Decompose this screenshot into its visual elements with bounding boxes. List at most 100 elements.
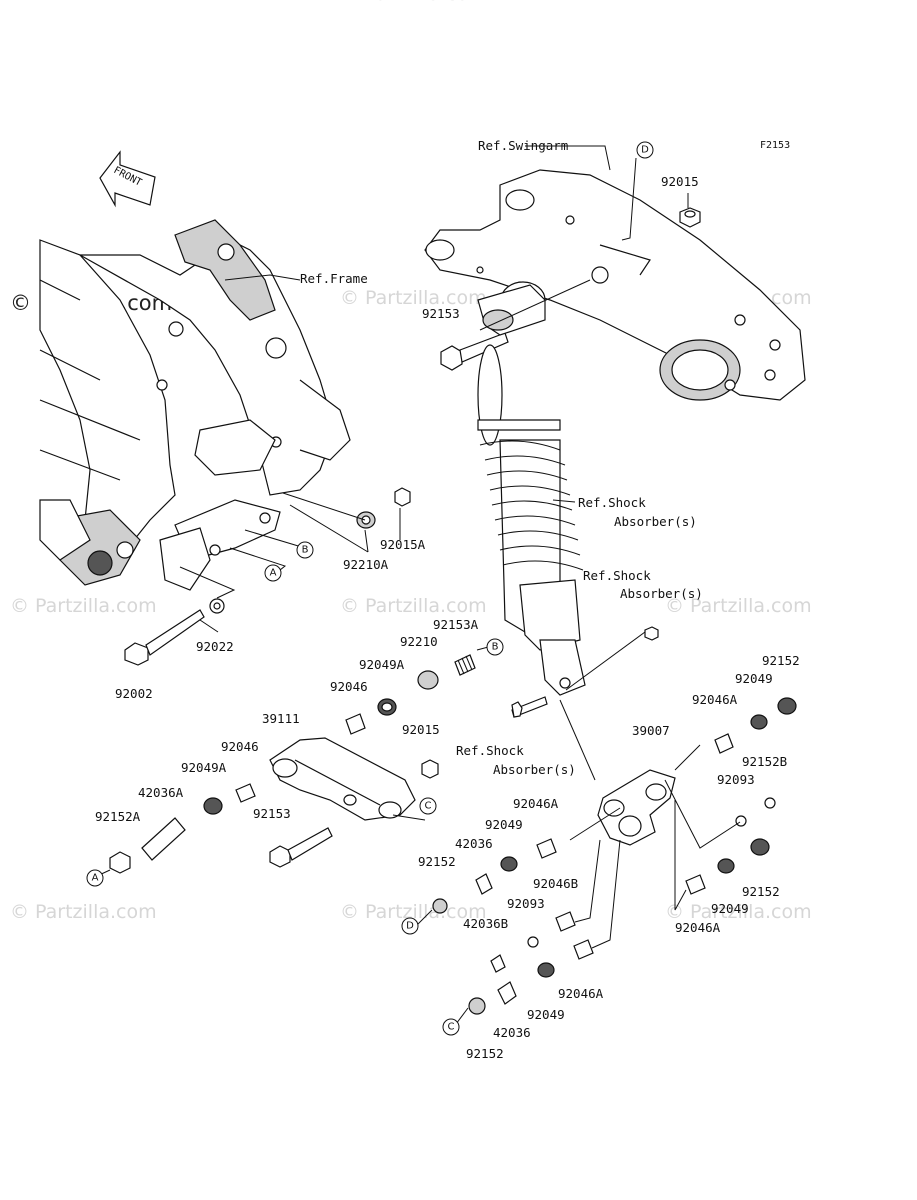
part-label: 92210 [400,634,438,649]
bearing-92046A-r1 [714,733,734,754]
part-label: 92046B [533,876,578,891]
ref-frame-label: Ref.Frame [300,271,368,286]
part-label: 92046A [558,986,604,1001]
cap-92152-r2 [750,838,770,856]
part-label: 92153 [422,306,460,321]
bearing-92046A-c2 [573,939,594,960]
shock-absorber-drawing [477,281,586,696]
part-label: 92049 [485,817,523,832]
part-label: 92049 [735,671,773,686]
part-label: 92152 [762,653,800,668]
bearing-92046B [555,911,576,932]
part-label: 92153A [433,617,479,632]
part-label: 92152 [742,884,780,899]
sleeve-42036B [490,954,506,973]
bearing-92046-upper [345,713,366,735]
seal-92049-c2 [537,962,555,978]
watermark: © Partzilla.com [340,287,487,309]
watermark: © Partzilla.com [665,595,812,617]
part-label: 92049A [181,760,227,775]
watermark: © Partzilla.com [10,595,157,617]
right-parts [685,697,797,895]
callout-c-low-label: C [448,1022,455,1033]
part-label: 42036 [455,836,493,851]
part-label: 92015 [402,722,440,737]
sleeve-42036-c2 [497,981,517,1005]
cap-92152-r1 [777,697,797,715]
part-label: 92210A [343,557,389,572]
part-number-labels: 92015 92153 92015A 92210A 92022 92002 92… [95,174,800,1061]
sleeve-42036-c [475,873,493,895]
bearing-92046A-r2 [685,874,706,895]
callout-c-mid-label: C [425,801,432,812]
callout-circles: D B A B C A D C [86,141,654,1036]
cap-92152A [109,851,131,874]
leader-lines [96,145,741,1025]
part-label: 92046 [330,679,368,694]
figure-code: F2153 [760,140,790,151]
part-label: 92022 [196,639,234,654]
part-label: 39111 [262,711,300,726]
callout-a-low [86,869,104,887]
callout-a-top [264,564,282,582]
washer-92210 [417,670,439,690]
washer-92152B [764,797,776,809]
ref-shock-mid-label: Ref.Shock [583,568,651,583]
part-label: 92152B [742,754,787,769]
part-label: 92049 [527,1007,565,1022]
seal-92049-r1 [750,714,768,730]
ref-shock-low-label: Ref.Shock [456,743,524,758]
seal-92049A-upper [377,698,397,716]
part-label: 42036B [463,916,508,931]
part-label: 92046A [675,920,721,935]
part-label: 42036A [138,785,184,800]
bolt-92002 [124,609,205,666]
watermark-group: © Partzilla.com © Partzilla.com © Partzi… [10,0,812,923]
callout-d-top [636,141,654,159]
nut-92015-mid [421,759,439,779]
ref-shock-mid-label2: Absorber(s) [620,586,703,601]
watermark: © Partzilla.com [10,901,157,923]
seal-92049A-left [203,797,223,815]
seal-92049-c [500,856,518,872]
callout-b-top [296,541,314,559]
part-label: 92015A [380,537,426,552]
washer-92093-r [735,815,747,827]
reference-labels: Ref.Swingarm Ref.Frame Ref.Shock Absorbe… [300,138,703,777]
frame-drawing [39,219,351,591]
center-parts [432,838,594,1015]
part-label: 92153 [253,806,291,821]
callout-a-top-label: A [270,568,277,579]
part-label: 92046A [513,796,559,811]
watermark: © Partzilla.com [340,0,487,5]
bolt-92153-top [440,332,509,371]
nut-92015-top [679,207,701,228]
washer-92152-c2 [468,997,486,1015]
callout-d-top-label: D [641,145,649,156]
part-label: 92152 [466,1046,504,1061]
nut-92015A [394,487,411,507]
part-label: 92049 [711,901,749,916]
washer-92022 [209,598,225,614]
watermark: © Partzilla.com [340,901,487,923]
link-rod-39111 [269,737,416,821]
part-label: 92046 [221,739,259,754]
callout-a-low-label: A [92,873,99,884]
part-label: 92152A [95,809,141,824]
part-label: 92015 [661,174,699,189]
washer-92093-c [527,936,539,948]
shock-lower-bolt [511,626,659,718]
part-label: 92093 [507,896,545,911]
ref-shock-top-label2: Absorber(s) [614,514,697,529]
spacer-92153A [454,654,476,676]
part-label: 92049A [359,657,405,672]
ref-shock-low-label2: Absorber(s) [493,762,576,777]
callout-b-top-label: B [302,545,309,556]
part-label: 92002 [115,686,153,701]
seal-92049-r2 [717,858,735,874]
bolt-92153-mid [269,827,333,868]
ref-swingarm-label: Ref.Swingarm [478,138,568,153]
callout-c-low [442,1018,460,1036]
callout-c-mid [419,797,437,815]
